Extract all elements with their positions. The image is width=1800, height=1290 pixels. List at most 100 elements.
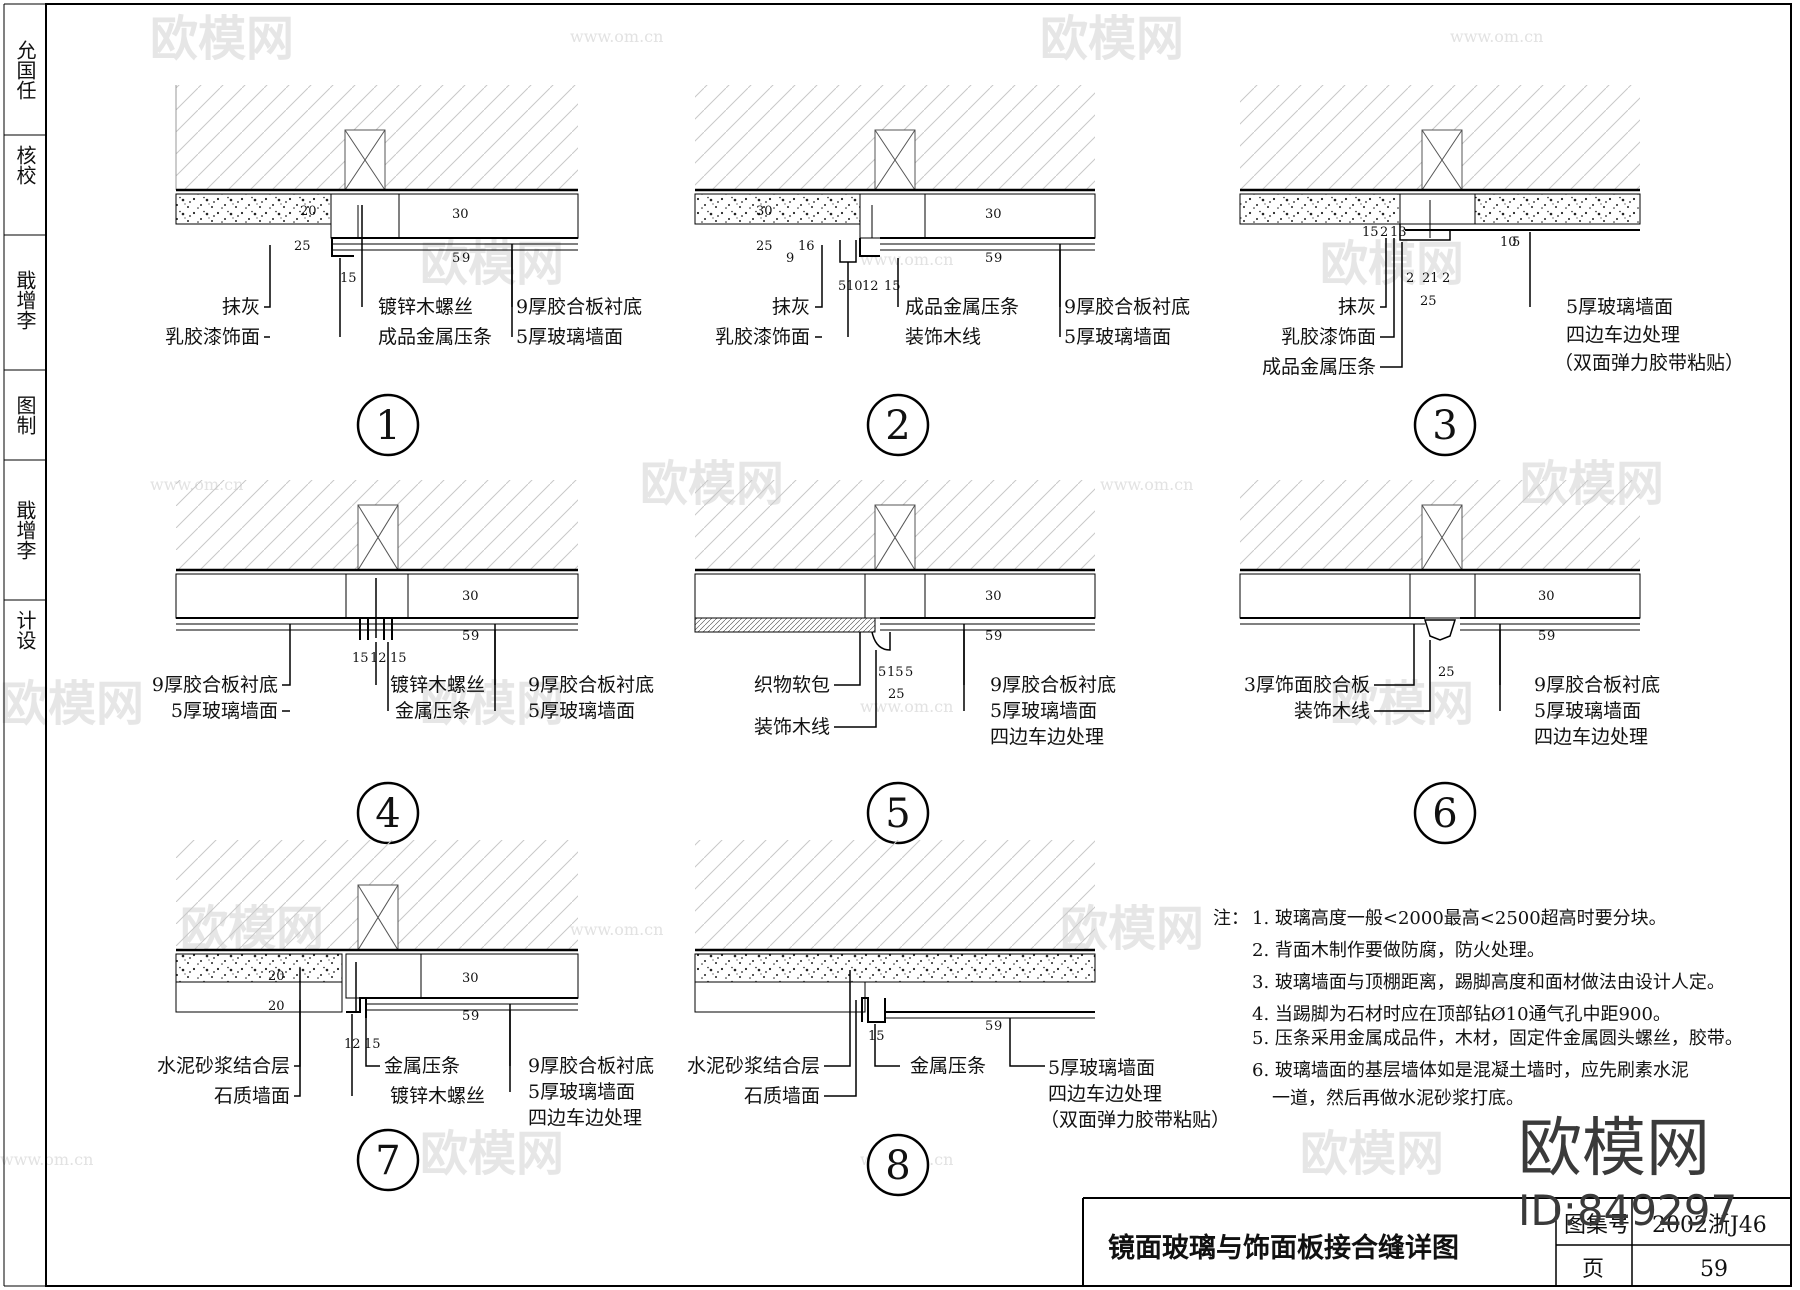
note-2: 2. 背面木制作要做防腐，防火处理。 — [1252, 940, 1545, 961]
brand-id: ID:849297 — [1518, 1186, 1737, 1235]
note-6-cont: 一道，然后再做水泥砂浆打底。 — [1272, 1088, 1524, 1109]
watermark-logo: 欧模网 — [0, 676, 144, 732]
svg-text:乳胶漆饰面: 乳胶漆饰面 — [165, 326, 260, 348]
svg-text:成品金属压条: 成品金属压条 — [378, 326, 492, 348]
svg-text:20: 20 — [268, 999, 285, 1014]
sidebar-item-check: 核校 — [13, 145, 37, 185]
detail-4: 15 12 15 30 5 9 9厚胶合板衬底 5厚玻璃墙面 镀锌木螺丝 金属压… — [152, 480, 654, 845]
svg-text:石质墙面: 石质墙面 — [744, 1085, 820, 1107]
note-5: 5. 压条采用金属成品件，木材，固定件金属圆头螺丝，胶带。 — [1252, 1028, 1743, 1049]
svg-text:成品金属压条: 成品金属压条 — [905, 296, 1019, 318]
svg-text:15: 15 — [868, 1029, 885, 1044]
svg-text:5: 5 — [462, 629, 470, 644]
svg-text:金属压条: 金属压条 — [910, 1055, 986, 1077]
svg-text:装饰木线: 装饰木线 — [754, 716, 830, 738]
svg-text:9: 9 — [994, 1019, 1002, 1034]
detail-number: 5 — [885, 791, 910, 837]
svg-text:9: 9 — [994, 629, 1002, 644]
svg-text:5厚玻璃墙面: 5厚玻璃墙面 — [1534, 700, 1641, 722]
svg-text:10: 10 — [1500, 235, 1517, 250]
detail-2: 30 25 9 16 5 10 12 15 30 5 9 抹灰 乳胶漆饰面 成品… — [694, 85, 1190, 457]
svg-text:30: 30 — [985, 207, 1002, 222]
watermark-logo: 欧模网 — [1320, 236, 1464, 292]
svg-text:9厚胶合板衬底: 9厚胶合板衬底 — [1534, 674, 1660, 696]
detail-number: 6 — [1432, 791, 1457, 837]
svg-text:20: 20 — [268, 969, 285, 984]
svg-text:9厚胶合板衬底: 9厚胶合板衬底 — [528, 1055, 654, 1077]
svg-text:12: 12 — [862, 279, 879, 294]
svg-text:5: 5 — [985, 1019, 993, 1034]
svg-text:15: 15 — [352, 651, 369, 666]
watermark-url: www.om.cn — [860, 250, 953, 269]
sidebar-item-design: 计设 — [13, 610, 37, 650]
svg-text:30: 30 — [452, 207, 469, 222]
detail-number: 8 — [885, 1143, 910, 1189]
svg-text:5厚玻璃墙面: 5厚玻璃墙面 — [171, 700, 278, 722]
notes-prefix: 注： — [1213, 908, 1249, 929]
svg-text:16: 16 — [798, 239, 815, 254]
svg-text:2: 2 — [1380, 225, 1388, 240]
svg-text:2: 2 — [1442, 271, 1450, 286]
watermark-url: www.om.cn — [570, 27, 663, 46]
svg-text:5厚玻璃墙面: 5厚玻璃墙面 — [1566, 296, 1673, 318]
brand-name: 欧模网 — [1518, 1112, 1710, 1186]
watermark-logo: 欧模网 — [1040, 11, 1184, 67]
detail-number: 4 — [375, 791, 400, 837]
svg-text:30: 30 — [462, 971, 479, 986]
svg-text:9: 9 — [471, 1009, 479, 1024]
svg-text:30: 30 — [462, 589, 479, 604]
sidebar-item-name: 戢增李 — [13, 500, 37, 560]
watermark-url: www.om.cn — [1100, 475, 1193, 494]
svg-text:5厚玻璃墙面: 5厚玻璃墙面 — [516, 326, 623, 348]
watermark-url: www.om.cn — [1450, 27, 1543, 46]
page-value: 59 — [1700, 1257, 1728, 1282]
svg-text:5: 5 — [985, 251, 993, 266]
svg-text:抹灰: 抹灰 — [1338, 296, 1376, 318]
detail-number: 7 — [375, 1138, 400, 1184]
note-3: 3. 玻璃墙面与顶棚距离，踢脚高度和面材做法由设计人定。 — [1252, 972, 1725, 993]
svg-text:5厚玻璃墙面: 5厚玻璃墙面 — [1064, 326, 1171, 348]
svg-text:9厚胶合板衬底: 9厚胶合板衬底 — [1064, 296, 1190, 318]
detail-5: 5 15 5 25 30 5 9 织物软包 装饰木线 9厚胶合板衬底 5厚玻璃墙… — [694, 480, 1116, 845]
svg-text:30: 30 — [1538, 589, 1555, 604]
svg-text:装饰木线: 装饰木线 — [1294, 700, 1370, 722]
svg-text:乳胶漆饰面: 乳胶漆饰面 — [1281, 326, 1376, 348]
svg-text:15: 15 — [390, 651, 407, 666]
sidebar-item-draw: 图制 — [13, 395, 37, 435]
detail-1: 20 25 30 15 5 9 抹灰 乳胶漆饰面 镀锌木螺丝 成品金属压条 9厚… — [165, 85, 642, 457]
svg-text:金属压条: 金属压条 — [395, 700, 471, 722]
svg-text:15: 15 — [887, 665, 904, 680]
detail-7: 20 20 12 15 30 5 9 水泥砂浆结合层 石质墙面 金属压条 镀锌木… — [157, 840, 654, 1192]
sidebar-item-approve: 允国任 — [13, 40, 37, 100]
atlas-value: 2002浙J46 — [1652, 1213, 1767, 1238]
svg-text:12: 12 — [370, 651, 387, 666]
svg-text:9厚胶合板衬底: 9厚胶合板衬底 — [528, 674, 654, 696]
svg-text:抹灰: 抹灰 — [772, 296, 810, 318]
svg-text:9: 9 — [994, 251, 1002, 266]
svg-text:四边车边处理: 四边车边处理 — [1048, 1083, 1162, 1105]
watermark-logo: 欧模网 — [150, 11, 294, 67]
svg-text:5: 5 — [462, 1009, 470, 1024]
svg-text:成品金属压条: 成品金属压条 — [1262, 356, 1376, 378]
svg-text:镀锌木螺丝: 镀锌木螺丝 — [390, 1085, 485, 1107]
svg-text:15: 15 — [884, 279, 901, 294]
svg-text:5: 5 — [1538, 629, 1546, 644]
svg-text:3厚饰面胶合板: 3厚饰面胶合板 — [1244, 674, 1370, 696]
drawing-title: 镜面玻璃与饰面板接合缝详图 — [1108, 1232, 1459, 1264]
svg-text:5: 5 — [452, 251, 460, 266]
svg-text:5: 5 — [838, 279, 846, 294]
svg-text:30: 30 — [756, 204, 773, 219]
detail-number: 2 — [885, 403, 910, 449]
page-label: 页 — [1582, 1257, 1604, 1282]
detail-8: 15 5 9 水泥砂浆结合层 石质墙面 金属压条 5厚玻璃墙面 四边车边处理 （… — [687, 840, 1230, 1197]
svg-text:9: 9 — [462, 251, 470, 266]
svg-text:5: 5 — [905, 665, 913, 680]
svg-text:21: 21 — [1422, 271, 1439, 286]
svg-text:5: 5 — [1512, 235, 1520, 250]
watermark-url: www.om.cn — [570, 920, 663, 939]
svg-text:抹灰: 抹灰 — [222, 296, 260, 318]
svg-text:水泥砂浆结合层: 水泥砂浆结合层 — [687, 1055, 820, 1077]
watermark-logo: 欧模网 — [420, 236, 564, 292]
sheet-border — [45, 3, 1792, 1287]
